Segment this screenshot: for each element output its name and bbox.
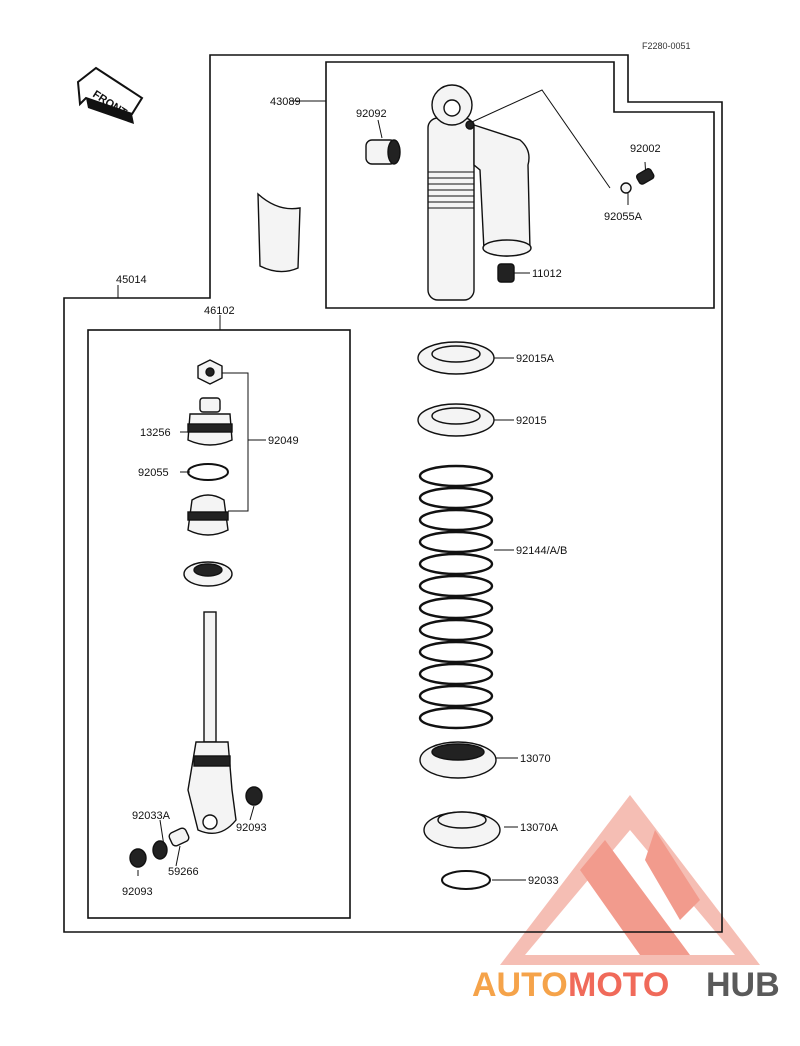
watermark-auto: AUTO bbox=[472, 966, 568, 1004]
seal-part bbox=[187, 494, 229, 536]
bushing-59266-part bbox=[168, 827, 190, 847]
assembly-43089-outline bbox=[325, 61, 715, 309]
label-92049: 92049 bbox=[268, 435, 299, 447]
label-45014: 45014 bbox=[116, 274, 147, 286]
watermark-text: AUTO MOTO HUB bbox=[472, 966, 780, 1004]
label-11012: 11012 bbox=[532, 268, 562, 280]
label-92055: 92055 bbox=[138, 467, 169, 479]
collar-part bbox=[183, 561, 233, 587]
watermark-moto: MOTO bbox=[568, 966, 669, 1004]
spring-guide-13070A-part bbox=[423, 811, 501, 849]
label-92015: 92015 bbox=[516, 415, 547, 427]
shock-body-part bbox=[427, 84, 532, 301]
watermark-logo bbox=[500, 795, 760, 965]
reference-code: F2280-0051 bbox=[642, 41, 691, 51]
cap-11012-part bbox=[497, 263, 515, 283]
seal-92093-right-part bbox=[245, 786, 263, 806]
label-92033: 92033 bbox=[528, 875, 559, 887]
nut-part bbox=[197, 359, 223, 385]
bolt-92002-part bbox=[620, 168, 655, 194]
adjuster-92015A-part bbox=[417, 341, 495, 375]
label-46102: 46102 bbox=[204, 305, 235, 317]
spring-guide-13070-part bbox=[419, 741, 497, 779]
label-92093-left: 92093 bbox=[122, 886, 153, 898]
leader-lines bbox=[117, 89, 647, 881]
watermark-hub: HUB bbox=[706, 966, 780, 1004]
label-43089: 43089 bbox=[270, 96, 301, 108]
assembly-45014-outline bbox=[63, 54, 723, 933]
label-92092: 92092 bbox=[356, 108, 387, 120]
shock-cover-part bbox=[257, 192, 301, 273]
shock-rod-part bbox=[187, 611, 237, 834]
o-ring-92055-part bbox=[187, 463, 229, 481]
bushing-92092-part bbox=[365, 139, 401, 165]
bump-rubber-13256-part bbox=[187, 397, 233, 446]
seal-92033A-part bbox=[152, 840, 168, 860]
label-92055A: 92055A bbox=[604, 211, 643, 223]
label-92002: 92002 bbox=[630, 143, 661, 155]
front-arrow-icon: FRONT bbox=[76, 66, 144, 124]
label-92033A: 92033A bbox=[132, 810, 171, 822]
label-13070A: 13070A bbox=[520, 822, 559, 834]
seal-92093-left-part bbox=[129, 848, 147, 868]
label-92144: 92144/A/B bbox=[516, 545, 567, 557]
label-13256: 13256 bbox=[140, 427, 171, 439]
spring-92144-part bbox=[418, 464, 494, 730]
assembly-46102-outline bbox=[87, 329, 351, 919]
label-59266: 59266 bbox=[168, 866, 199, 878]
label-92093-right: 92093 bbox=[236, 822, 267, 834]
adjuster-92015-part bbox=[417, 403, 495, 437]
label-13070: 13070 bbox=[520, 753, 551, 765]
circlip-92033-part bbox=[441, 870, 491, 890]
label-92015A: 92015A bbox=[516, 353, 555, 365]
